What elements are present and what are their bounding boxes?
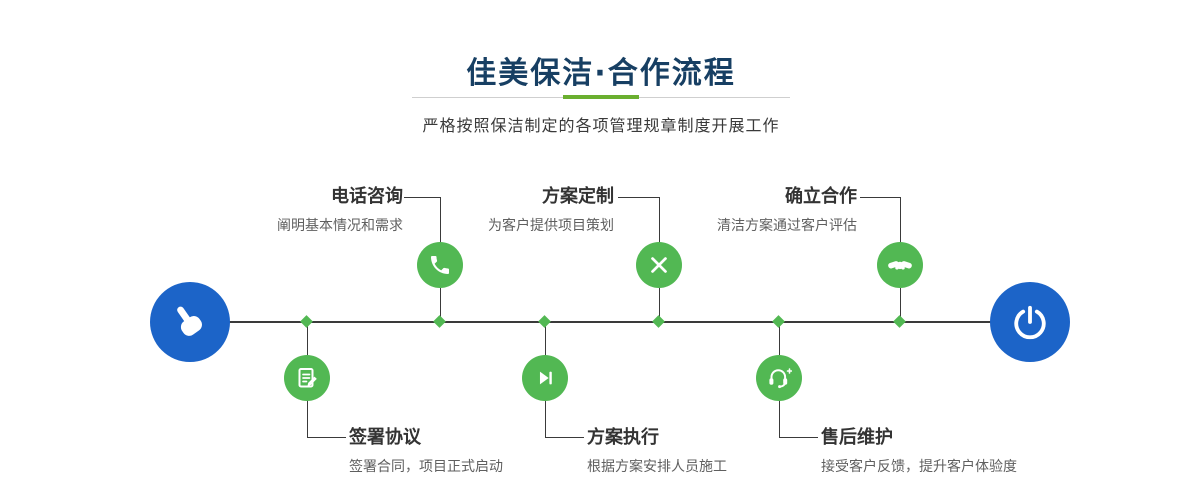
step-label: 电话咨询 <box>331 186 403 207</box>
timeline-diamond <box>538 315 551 328</box>
connector <box>779 322 780 355</box>
step-sign-agreement: 签署协议 签署合同，项目正式启动 <box>349 427 503 476</box>
play-icon <box>539 371 552 385</box>
step-node-execute <box>522 355 568 401</box>
connector <box>900 288 901 322</box>
connector <box>545 437 584 438</box>
timeline-diamond <box>433 315 446 328</box>
connector <box>860 197 901 198</box>
page-title: 佳美保洁·合作流程 <box>466 56 736 91</box>
step-establish-coop: 确立合作 清洁方案通过客户评估 <box>717 186 857 235</box>
step-plan-custom: 方案定制 为客户提供项目策划 <box>488 186 614 235</box>
step-label: 方案执行 <box>587 427 659 448</box>
page-subtitle: 严格按照保洁制定的各项管理规章制度开展工作 <box>422 116 780 135</box>
connector <box>545 400 546 438</box>
timeline-end-node <box>990 282 1070 362</box>
handshake-icon <box>888 261 912 270</box>
timeline-diamond <box>652 315 665 328</box>
timeline-diamond <box>772 315 785 328</box>
connector <box>779 400 780 438</box>
title-underline-accent <box>563 95 639 99</box>
connector <box>440 197 441 243</box>
connector <box>307 322 308 355</box>
connector <box>659 288 660 322</box>
step-desc: 阐明基本情况和需求 <box>277 218 403 234</box>
step-desc: 接受客户反馈，提升客户体验度 <box>821 459 1017 475</box>
headset-icon <box>769 368 792 389</box>
connector <box>545 322 546 355</box>
step-node-handshake <box>877 242 923 288</box>
step-desc: 签署合同，项目正式启动 <box>349 459 503 475</box>
timeline-diamond <box>893 315 906 328</box>
connector <box>779 437 818 438</box>
connector <box>307 437 346 438</box>
timeline-start-node <box>150 282 230 362</box>
contract-icon <box>298 368 317 388</box>
step-plan-execute: 方案执行 根据方案安排人员施工 <box>587 427 727 476</box>
step-desc: 为客户提供项目策划 <box>488 218 614 234</box>
pointing-hand-icon <box>177 306 202 336</box>
connector <box>440 288 441 322</box>
connector <box>900 197 901 243</box>
step-aftersales: 售后维护 接受客户反馈，提升客户体验度 <box>821 427 1017 476</box>
step-node-phone <box>417 242 463 288</box>
power-icon <box>1014 305 1046 340</box>
connector <box>659 197 660 243</box>
step-label: 售后维护 <box>821 427 893 448</box>
timeline-diamond <box>300 315 313 328</box>
connector <box>404 197 441 198</box>
phone-icon <box>431 256 449 274</box>
connector <box>307 400 308 438</box>
design-tools-icon <box>651 257 667 273</box>
step-label: 方案定制 <box>542 186 614 207</box>
step-phone-consult: 电话咨询 阐明基本情况和需求 <box>277 186 403 235</box>
timeline-line <box>170 321 1030 323</box>
step-desc: 清洁方案通过客户评估 <box>717 218 857 234</box>
step-label: 确立合作 <box>785 186 857 207</box>
step-desc: 根据方案安排人员施工 <box>587 459 727 475</box>
connector <box>618 197 660 198</box>
step-node-aftersales <box>756 355 802 401</box>
step-node-contract <box>284 355 330 401</box>
step-label: 签署协议 <box>349 427 421 448</box>
step-node-design <box>636 242 682 288</box>
